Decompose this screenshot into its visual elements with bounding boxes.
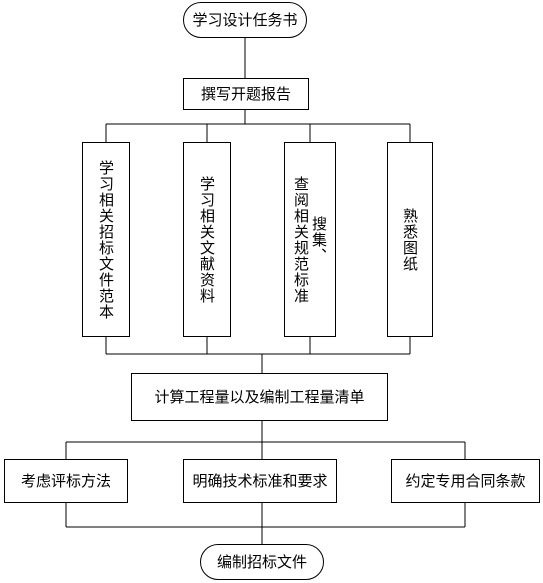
branch2-label-technical: 明确技术标准和要求: [192, 472, 328, 490]
quantities-node-label: 计算工程量以及编制工程量清单: [154, 388, 365, 406]
report-node: 撰写开题报告: [183, 78, 309, 110]
branch2-node-clauses: 约定专用合同条款: [391, 459, 540, 503]
branch1-label-templates: 学习相关招标文件范本: [97, 159, 115, 320]
branch2-label-clauses: 约定专用合同条款: [405, 472, 526, 490]
branch1-label-drawings: 熟悉图纸: [401, 207, 419, 272]
branch1-label-literature: 学习相关文献资料: [198, 175, 216, 304]
branch2-node-evaluation: 考虑评标方法: [4, 459, 128, 503]
branch1-node-templates: 学习相关招标文件范本: [82, 142, 130, 337]
quantities-node: 计算工程量以及编制工程量清单: [131, 373, 388, 421]
branch2-label-evaluation: 考虑评标方法: [20, 472, 111, 490]
branch2-node-technical: 明确技术标准和要求: [183, 459, 337, 503]
start-node: 学习设计任务书: [183, 2, 307, 38]
start-node-label: 学习设计任务书: [192, 11, 298, 29]
report-node-label: 撰写开题报告: [200, 85, 291, 103]
branch1-label-standards: 搜集、 查阅相关规范标准: [292, 175, 328, 304]
end-node: 编制招标文件: [200, 544, 324, 580]
end-node-label: 编制招标文件: [216, 553, 307, 571]
branch1-node-drawings: 熟悉图纸: [387, 142, 433, 337]
branch1-node-literature: 学习相关文献资料: [183, 142, 231, 337]
branch1-node-standards: 搜集、 查阅相关规范标准: [284, 142, 336, 337]
